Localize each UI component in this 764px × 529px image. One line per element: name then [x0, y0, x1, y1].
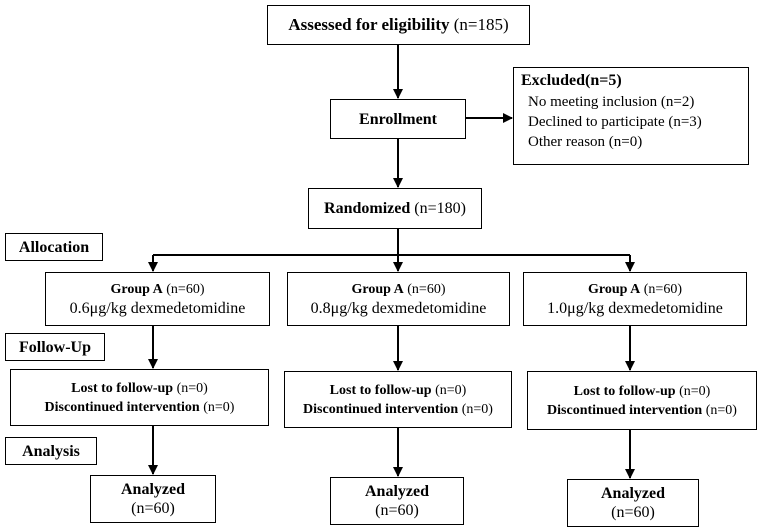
lost-label: Lost to follow-up [71, 380, 174, 396]
stage-label-analysis: Analysis [5, 437, 97, 465]
discontinued-count: (n=0) [461, 401, 493, 417]
randomized-count: (n=180) [414, 200, 466, 217]
excluded-reason: No meeting inclusion (n=2) [528, 94, 695, 110]
group-box-1: Group A (n=60) 0.6μg/kg dexmedetomidine [45, 272, 270, 326]
enrollment-box: Enrollment [330, 99, 466, 139]
discontinued-label: Discontinued intervention [303, 401, 459, 417]
lost-label: Lost to follow-up [329, 382, 432, 398]
group-dose: 1.0μg/kg dexmedetomidine [547, 300, 723, 317]
analyzed-label: Analyzed [121, 481, 185, 498]
assessed-label: Assessed for eligibility [288, 15, 450, 34]
excluded-reason: Declined to participate (n=3) [528, 114, 702, 130]
group-dose: 0.6μg/kg dexmedetomidine [69, 300, 246, 317]
analyzed-count: (n=60) [131, 500, 175, 517]
analyzed-count: (n=60) [375, 502, 419, 519]
discontinued-count: (n=0) [705, 402, 737, 418]
group-box-3: Group A (n=60) 1.0μg/kg dexmedetomidine [523, 272, 747, 326]
lost-count: (n=0) [679, 383, 711, 399]
discontinued-count: (n=0) [203, 399, 235, 415]
analyzed-box-2: Analyzed (n=60) [330, 477, 464, 525]
group-count: (n=60) [643, 282, 682, 297]
assessed-count: (n=185) [453, 15, 509, 34]
randomized-box: Randomized (n=180) [308, 188, 482, 229]
followup-box-1: Lost to follow-up (n=0) Discontinued int… [10, 369, 269, 426]
analyzed-label: Analyzed [365, 483, 429, 500]
discontinued-label: Discontinued intervention [44, 399, 200, 415]
stage-label-allocation: Allocation [5, 233, 103, 261]
group-name: Group A [588, 282, 641, 297]
analyzed-box-1: Analyzed (n=60) [90, 475, 216, 523]
lost-count: (n=0) [176, 380, 208, 396]
group-count: (n=60) [407, 282, 446, 297]
group-name: Group A [351, 282, 404, 297]
group-box-2: Group A (n=60) 0.8μg/kg dexmedetomidine [287, 272, 510, 326]
enrollment-label: Enrollment [359, 110, 437, 128]
lost-count: (n=0) [435, 382, 467, 398]
group-name: Group A [110, 282, 163, 297]
followup-box-2: Lost to follow-up (n=0) Discontinued int… [284, 371, 512, 428]
analyzed-label: Analyzed [601, 485, 665, 502]
excluded-title: Excluded(n=5) [521, 72, 622, 89]
discontinued-label: Discontinued intervention [547, 402, 703, 418]
analyzed-box-3: Analyzed (n=60) [567, 479, 699, 527]
randomized-label: Randomized [324, 200, 411, 217]
lost-label: Lost to follow-up [573, 383, 676, 399]
stage-label-follow-up: Follow-Up [5, 333, 105, 361]
analyzed-count: (n=60) [611, 504, 655, 521]
excluded-reason: Other reason (n=0) [528, 134, 643, 150]
followup-box-3: Lost to follow-up (n=0) Discontinued int… [527, 371, 757, 430]
assessed-box: Assessed for eligibility (n=185) [267, 5, 530, 45]
excluded-box: Excluded(n=5) No meeting inclusion (n=2)… [513, 67, 749, 165]
group-count: (n=60) [166, 282, 205, 297]
group-dose: 0.8μg/kg dexmedetomidine [310, 300, 487, 317]
